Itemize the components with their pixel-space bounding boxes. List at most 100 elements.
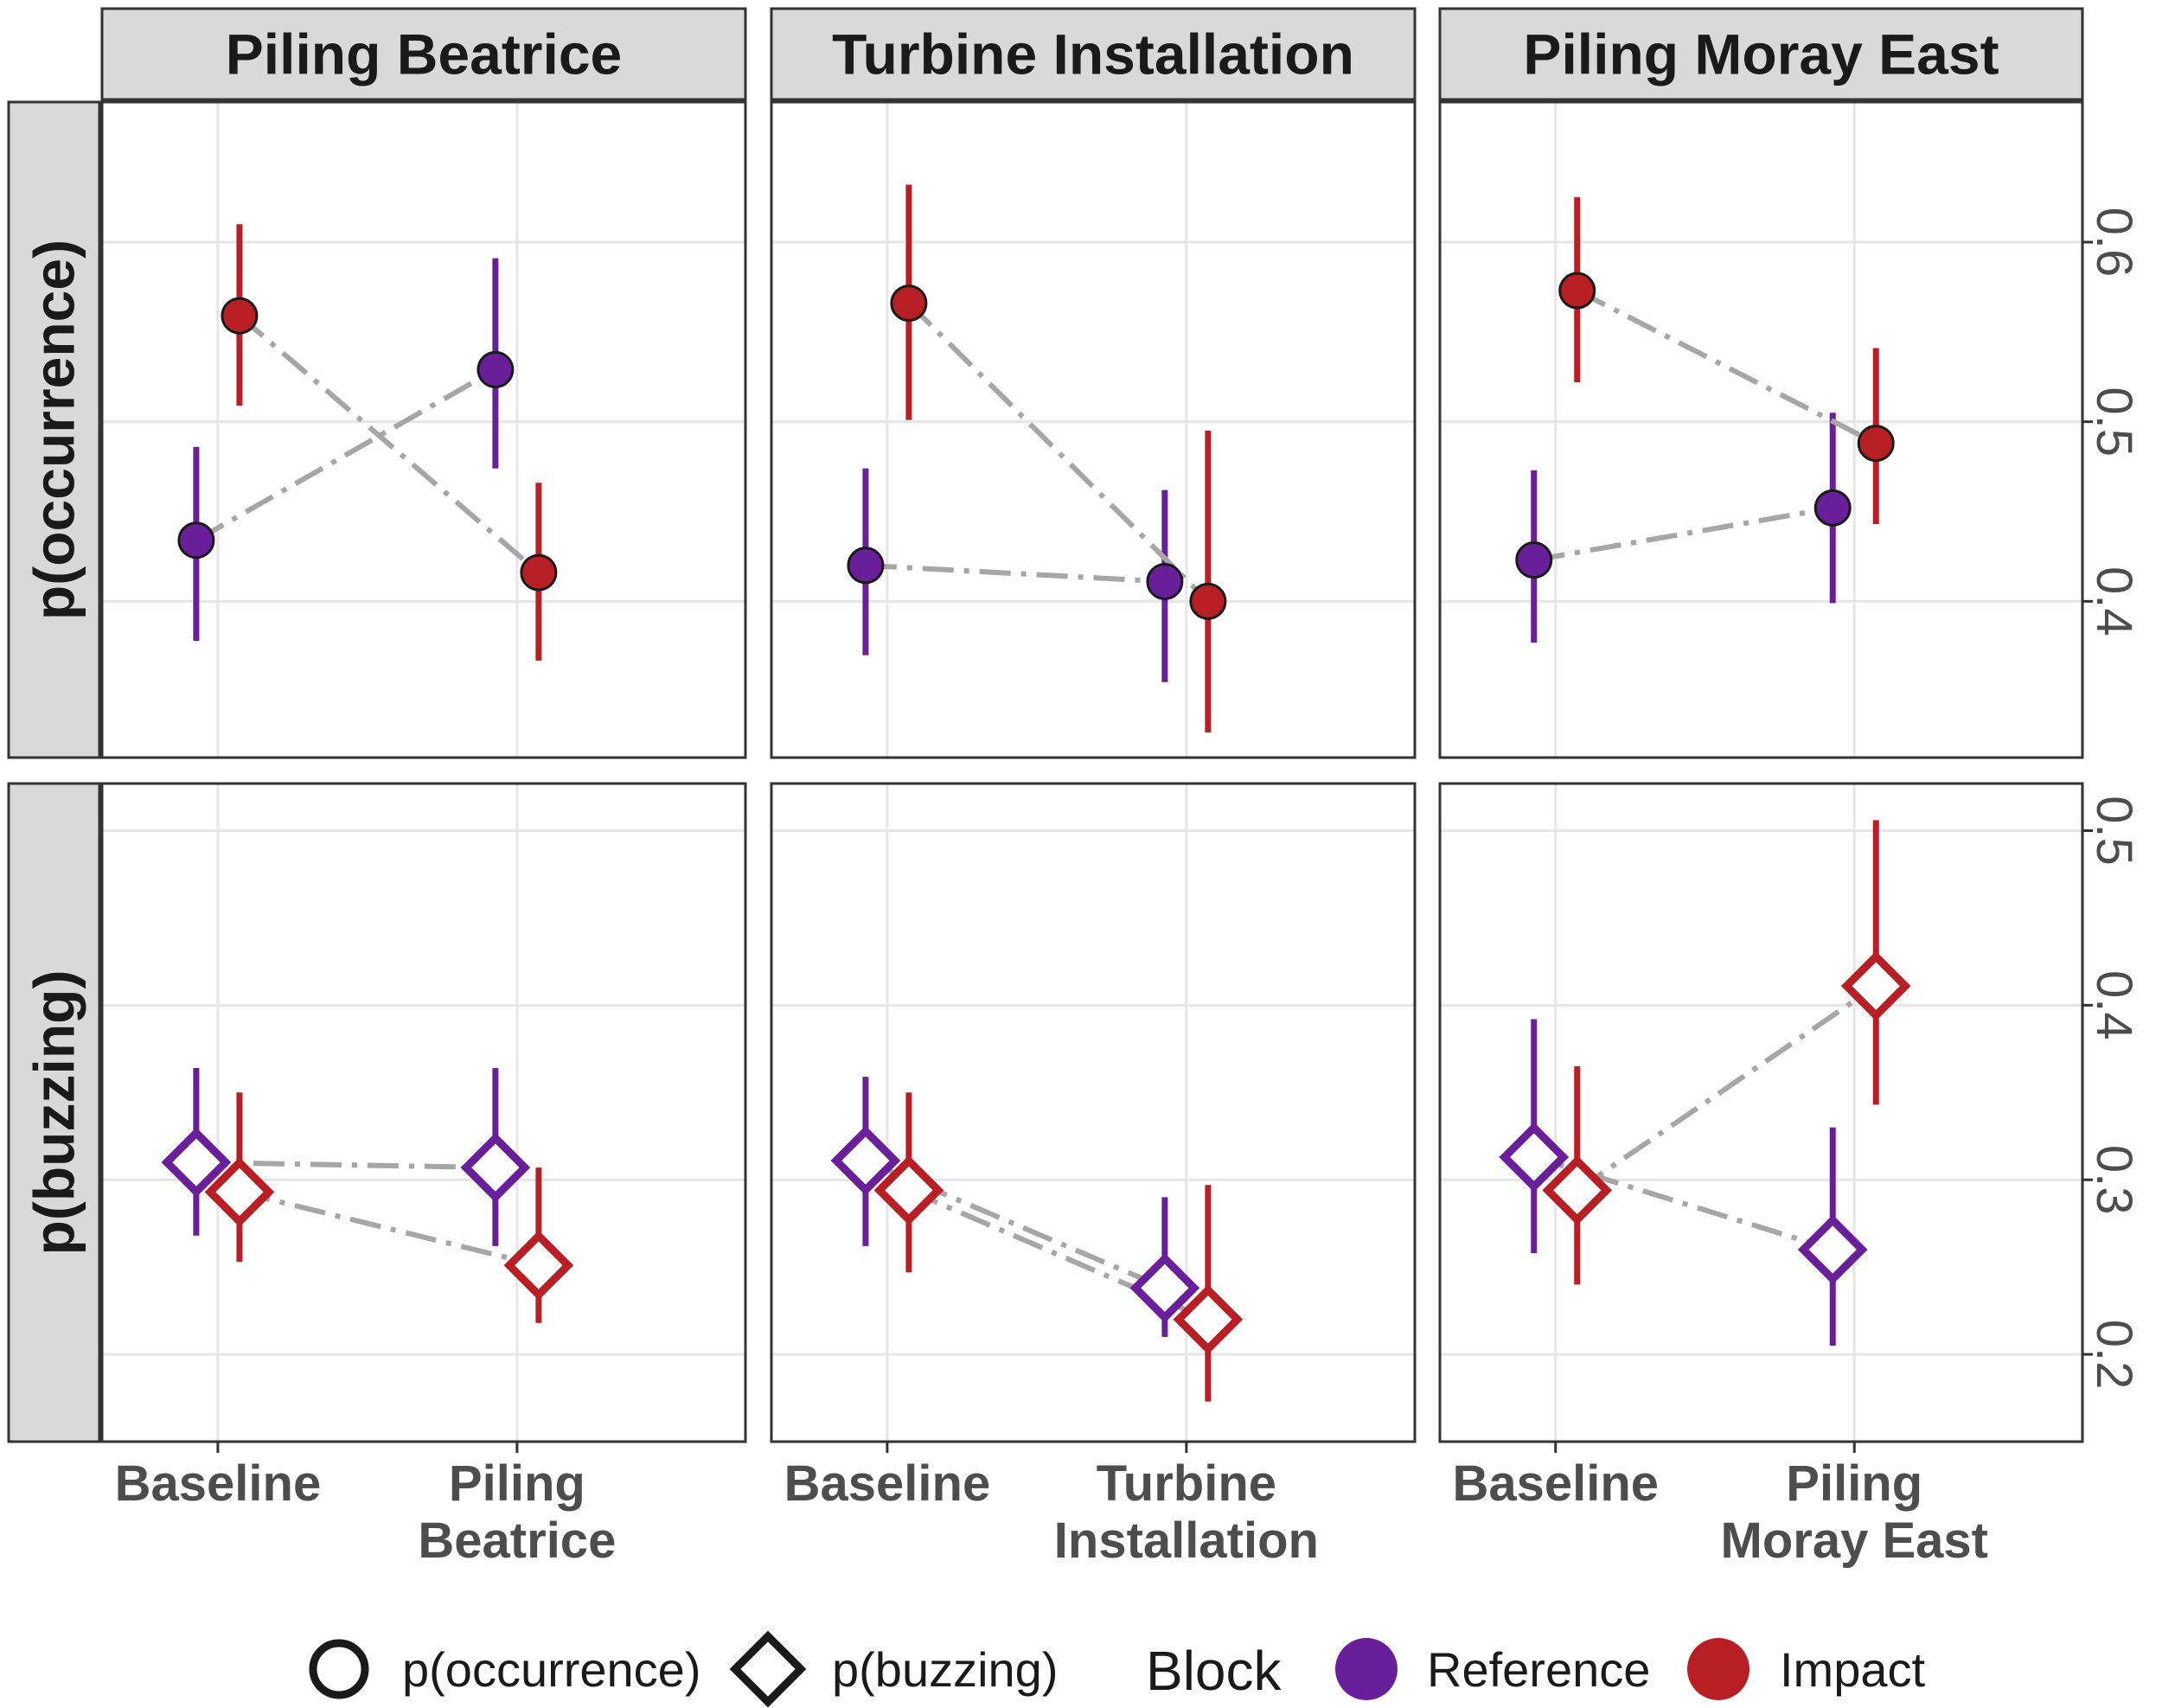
panel-border [770,782,1417,1443]
panel-border [100,100,747,759]
point-diamond [1840,950,1911,1021]
row-label: p(occurrence) [22,240,86,620]
x-category-label: Baseline [115,1455,322,1512]
x-category-line: Piling [449,1455,585,1512]
panel-border [1438,782,2084,1443]
point-circle [1813,489,1852,527]
points-piling-beatrice-p-occurrence-impact [221,297,558,592]
x-category-line: Baseline [1452,1455,1659,1512]
points-turbine-installation-p-occurrence-reference [847,547,1184,600]
point-diamond [873,1155,944,1225]
legend-item-impact: Impact [1687,1638,1925,1700]
x-category-label: Baseline [784,1455,991,1512]
strip-label: Piling Beatrice [226,22,623,86]
point-circle [1558,272,1596,310]
point-diamond [161,1127,232,1198]
point-circle [520,553,558,592]
point-diamond [1129,1253,1200,1323]
connector-line [1532,1155,1834,1252]
points-piling-moray-east-p-buzzing-impact [1542,950,1911,1225]
panel-border [100,782,747,1443]
panel-border [1438,100,2084,759]
y-tick-label: 0.4 [2086,970,2142,1040]
strip-label: Turbine Installation [832,22,1354,86]
points-turbine-installation-p-occurrence-impact [890,285,1227,620]
legend-item-occurrence: p(occurrence) [309,1639,700,1699]
points-piling-moray-east-p-occurrence-impact [1558,272,1895,463]
connector-line [864,1158,1167,1291]
panel-background [102,102,745,758]
point-circle [221,297,259,335]
x-category-line: Turbine [1097,1455,1276,1512]
point-circle [1146,562,1184,600]
point-circle [1189,582,1227,620]
point-diamond [460,1132,531,1203]
y-tick-label: 0.5 [2086,387,2142,457]
legend-label: Impact [1780,1642,1925,1697]
strip-piling-beatrice: Piling Beatrice [100,7,747,101]
x-category-line: Moray East [1721,1513,1988,1569]
connector-line [195,367,497,543]
panel-border [770,100,1417,759]
point-circle [1515,541,1553,579]
panel-piling-beatrice-p-occurrence [102,102,745,758]
point-circle [1857,425,1895,463]
legend-label: p(occurrence) [402,1642,700,1697]
x-category-line: Beatrice [418,1513,616,1569]
row-strip-background [7,100,101,759]
legend-diamond-icon [729,1630,807,1708]
strip-turbine-installation: Turbine Installation [770,7,1417,101]
y-tick-label: 0.3 [2086,1145,2142,1215]
panel-piling-beatrice-p-buzzing [102,784,745,1442]
strip-background [770,7,1417,101]
legend-label: p(buzzing) [832,1642,1058,1697]
legend-label: Reference [1427,1642,1650,1697]
x-category-line: Baseline [784,1455,991,1512]
legend-item-reference: Reference [1335,1638,1650,1700]
panel-piling-moray-east-p-buzzing [1440,784,2082,1442]
y-tick-label: 0.6 [2086,208,2142,278]
point-diamond [204,1156,275,1227]
y-tick-label: 0.4 [2086,566,2142,637]
x-category-line: Piling [1786,1455,1922,1512]
panel-background [1440,102,2082,758]
panel-piling-moray-east-p-occurrence [1440,102,2082,758]
strip-background [1438,7,2084,101]
panel-background [102,784,745,1442]
connector-line [865,562,1166,585]
y-tick-label: 0.2 [2086,1320,2142,1390]
strip-background [100,7,747,101]
point-circle [847,547,885,585]
points-piling-beatrice-p-occurrence-reference [177,350,515,560]
panel-turbine-installation-p-buzzing [771,784,1415,1442]
points-piling-moray-east-p-occurrence-reference [1515,489,1852,579]
panel-turbine-installation-p-occurrence [771,102,1415,758]
point-diamond [830,1125,901,1196]
panel-background [1440,784,2082,1442]
row-strip-p-buzzing: p(buzzing) [7,782,101,1443]
point-circle [477,350,515,388]
legend-title: Block [1146,1640,1282,1702]
point-diamond [1173,1284,1244,1355]
points-turbine-installation-p-buzzing-impact [873,1155,1244,1355]
points-turbine-installation-p-buzzing-reference [830,1125,1200,1323]
point-circle [177,521,215,560]
connector-line [237,313,540,575]
points-piling-beatrice-p-buzzing-reference [161,1127,531,1203]
legend-color-icon [1335,1638,1398,1700]
connector-line [906,301,1210,604]
x-category-line: Installation [1054,1513,1319,1569]
point-diamond [1542,1155,1613,1225]
connector-line [1533,505,1833,563]
panel-background [771,102,1415,758]
legend-color-icon [1687,1638,1749,1700]
strip-piling-moray-east: Piling Moray East [1438,7,2084,101]
connector-line [195,1160,496,1171]
y-tick-label: 0.5 [2086,796,2142,866]
legend-circle-icon [309,1639,369,1699]
legend: p(occurrence) p(buzzing) Block Reference Imp… [309,1630,1925,1708]
